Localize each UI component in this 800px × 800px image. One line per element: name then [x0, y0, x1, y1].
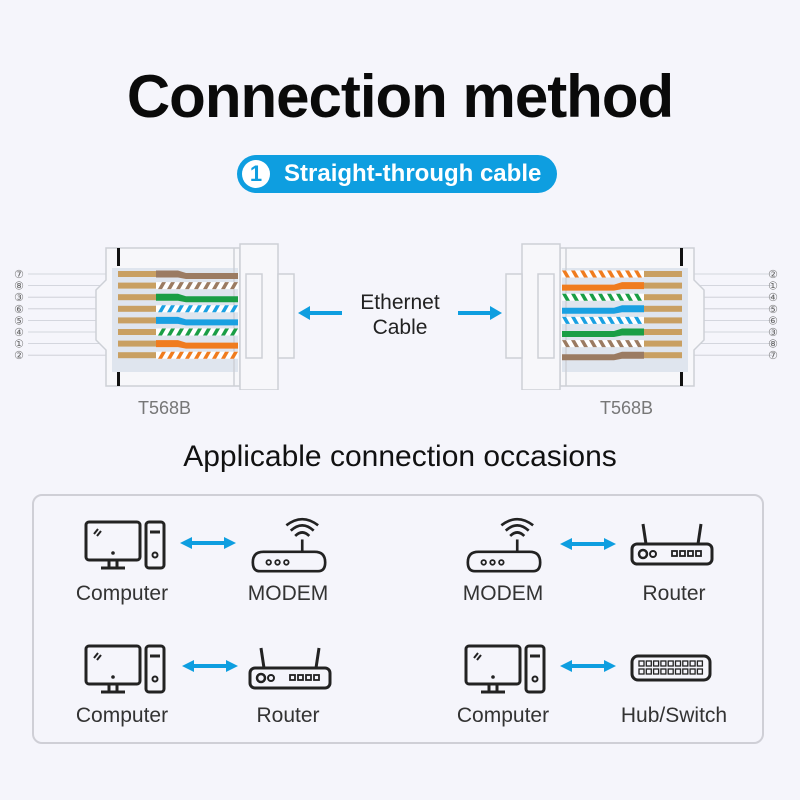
double-arrow-icon — [180, 537, 236, 549]
modem-icon — [251, 517, 327, 573]
cable-label-line1: Ethernet — [360, 291, 440, 314]
pin-number: ④ — [768, 291, 778, 304]
double-arrow-icon — [560, 660, 616, 672]
wire — [118, 351, 238, 359]
pin-number: ⑥ — [768, 314, 778, 327]
computer-icon — [464, 644, 546, 694]
occasion-1-from: Computer — [75, 582, 169, 605]
pin-number: ① — [768, 280, 778, 293]
left-arrow-icon — [298, 306, 342, 320]
ethernet-cable-label: Ethernet Cable — [340, 290, 460, 340]
pin-number: ② — [14, 349, 24, 362]
right-standard-label: T568B — [600, 398, 654, 418]
double-arrow-icon — [560, 538, 616, 550]
occasion-2-to: Router — [642, 582, 706, 605]
wire — [562, 340, 682, 348]
wire-bundle — [118, 270, 238, 359]
pin-number: ⑦ — [14, 268, 24, 281]
wire — [118, 316, 238, 326]
section-subtitle: Applicable connection occasions — [183, 440, 617, 473]
wire — [118, 340, 238, 349]
wire — [562, 316, 682, 324]
wire — [562, 282, 682, 291]
occasion-3-from: Computer — [75, 704, 169, 727]
wire — [562, 351, 682, 361]
wire — [118, 293, 238, 303]
wire-bundle — [562, 270, 682, 361]
pin-number: ④ — [14, 326, 24, 339]
left-standard-label: T568B — [138, 398, 192, 418]
pin-number: ⑧ — [14, 280, 24, 293]
pin-number: ③ — [768, 326, 778, 339]
occasion-3-to: Router — [256, 704, 320, 727]
pin-number: ⑥ — [14, 303, 24, 316]
pin-guide-lines — [28, 273, 110, 356]
cable-type-badge: 1 Straight-through cable — [237, 155, 557, 193]
cable-label-line2: Cable — [372, 316, 428, 339]
pin-number: ⑦ — [768, 349, 778, 362]
occasion-4-from: Computer — [456, 704, 550, 727]
occasions-panel — [32, 494, 764, 744]
wire — [118, 282, 238, 290]
page-title: Connection method — [126, 63, 674, 130]
occasion-4-to: Hub/Switch — [620, 704, 728, 727]
pin-number: ② — [768, 268, 778, 281]
step-number: 1 — [242, 160, 270, 188]
pin-number: ③ — [14, 291, 24, 304]
wire — [118, 328, 238, 336]
computer-icon — [84, 520, 166, 570]
wire — [118, 305, 238, 313]
occasion-2-from: MODEM — [462, 582, 544, 605]
pin-number: ⑤ — [768, 303, 778, 316]
computer-icon — [84, 644, 166, 694]
pin-number: ① — [14, 338, 24, 351]
pin-number: ⑧ — [768, 338, 778, 351]
wire — [562, 293, 682, 301]
wire — [118, 270, 238, 279]
occasion-1-to: MODEM — [247, 582, 329, 605]
wire — [562, 328, 682, 337]
wire — [562, 305, 682, 314]
wire — [562, 270, 682, 278]
hub-switch-icon — [630, 654, 712, 682]
pin-number: ⑤ — [14, 314, 24, 327]
double-arrow-icon — [182, 660, 238, 672]
cable-type-label: Straight-through cable — [284, 160, 542, 187]
router-icon — [248, 646, 332, 690]
modem-icon — [466, 517, 542, 573]
router-icon — [630, 522, 714, 566]
right-arrow-icon — [458, 306, 502, 320]
